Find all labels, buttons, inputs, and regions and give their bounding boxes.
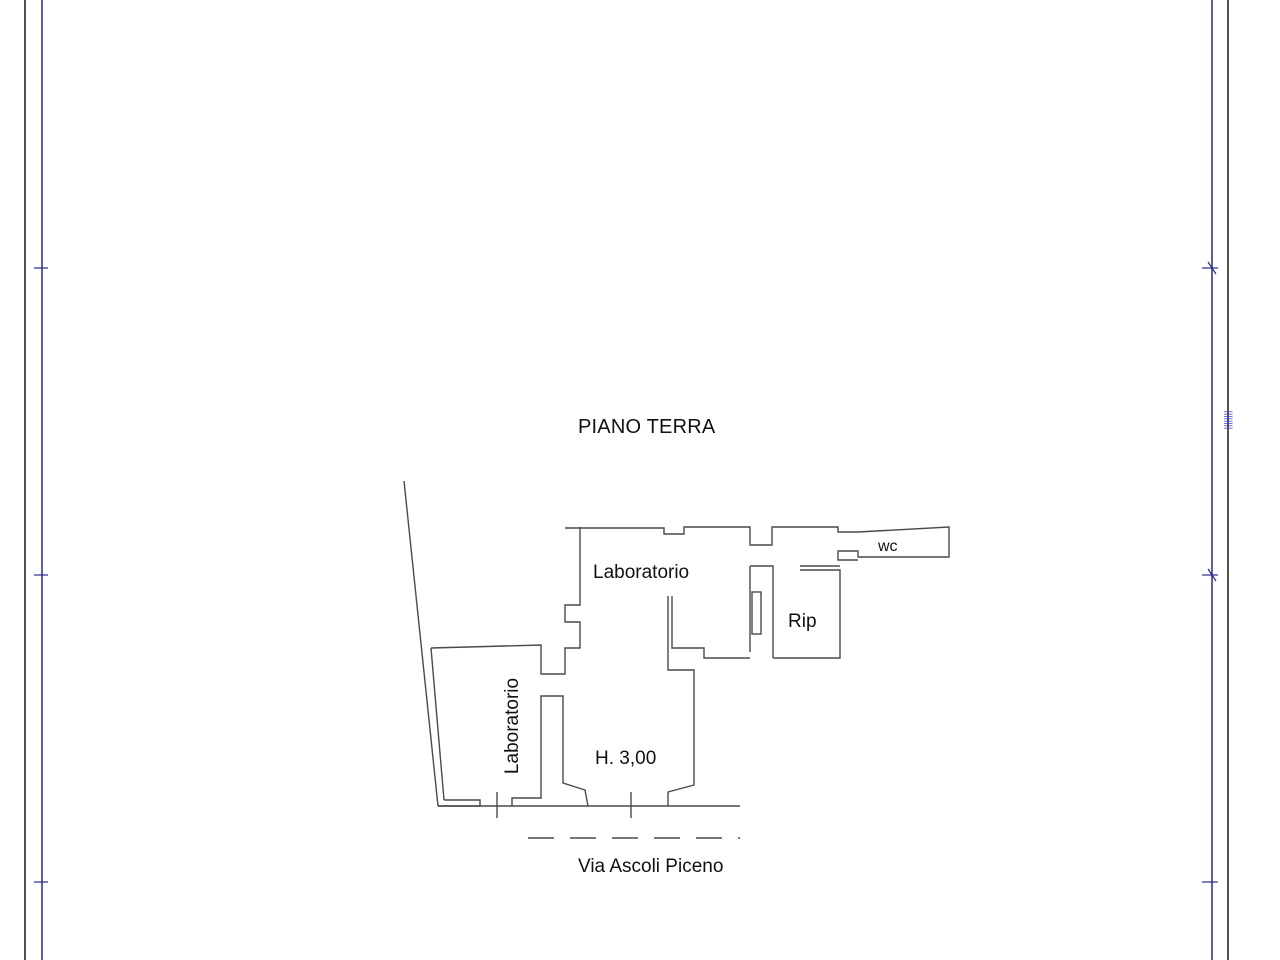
sheet-margin-note: |||||||| <box>1224 410 1234 430</box>
boundary-wall-inner <box>430 647 445 801</box>
main-lab-inner-corner <box>671 596 750 659</box>
tick-right-1b <box>1207 261 1217 275</box>
room-label-wc: wc <box>878 538 898 555</box>
plan-title: PIANO TERRA <box>578 416 716 438</box>
side-lab-outline <box>430 527 581 675</box>
tick-right-2b <box>1207 568 1217 582</box>
corridor-door-jamb <box>751 591 762 635</box>
main-lab-right-wall <box>667 596 695 806</box>
ceiling-height-label: H. 3,00 <box>595 748 657 769</box>
room-label-rip: Rip <box>788 611 817 632</box>
main-lab-top <box>565 526 858 546</box>
room-label-laboratorio-main: Laboratorio <box>593 562 690 583</box>
boundary-wall-outer <box>403 480 439 807</box>
side-lab-bottom <box>438 799 481 807</box>
plan-walls <box>403 480 950 818</box>
rip-room <box>773 569 841 659</box>
street-name-label: Via Ascoli Piceno <box>578 856 724 877</box>
wc-annex <box>837 526 950 561</box>
room-label-laboratorio-side: Laboratorio <box>502 677 523 775</box>
side-lab-partition <box>511 695 589 807</box>
sheet-frame <box>24 0 1229 960</box>
frame-ticks <box>34 261 1218 883</box>
corridor-walls <box>750 565 774 658</box>
